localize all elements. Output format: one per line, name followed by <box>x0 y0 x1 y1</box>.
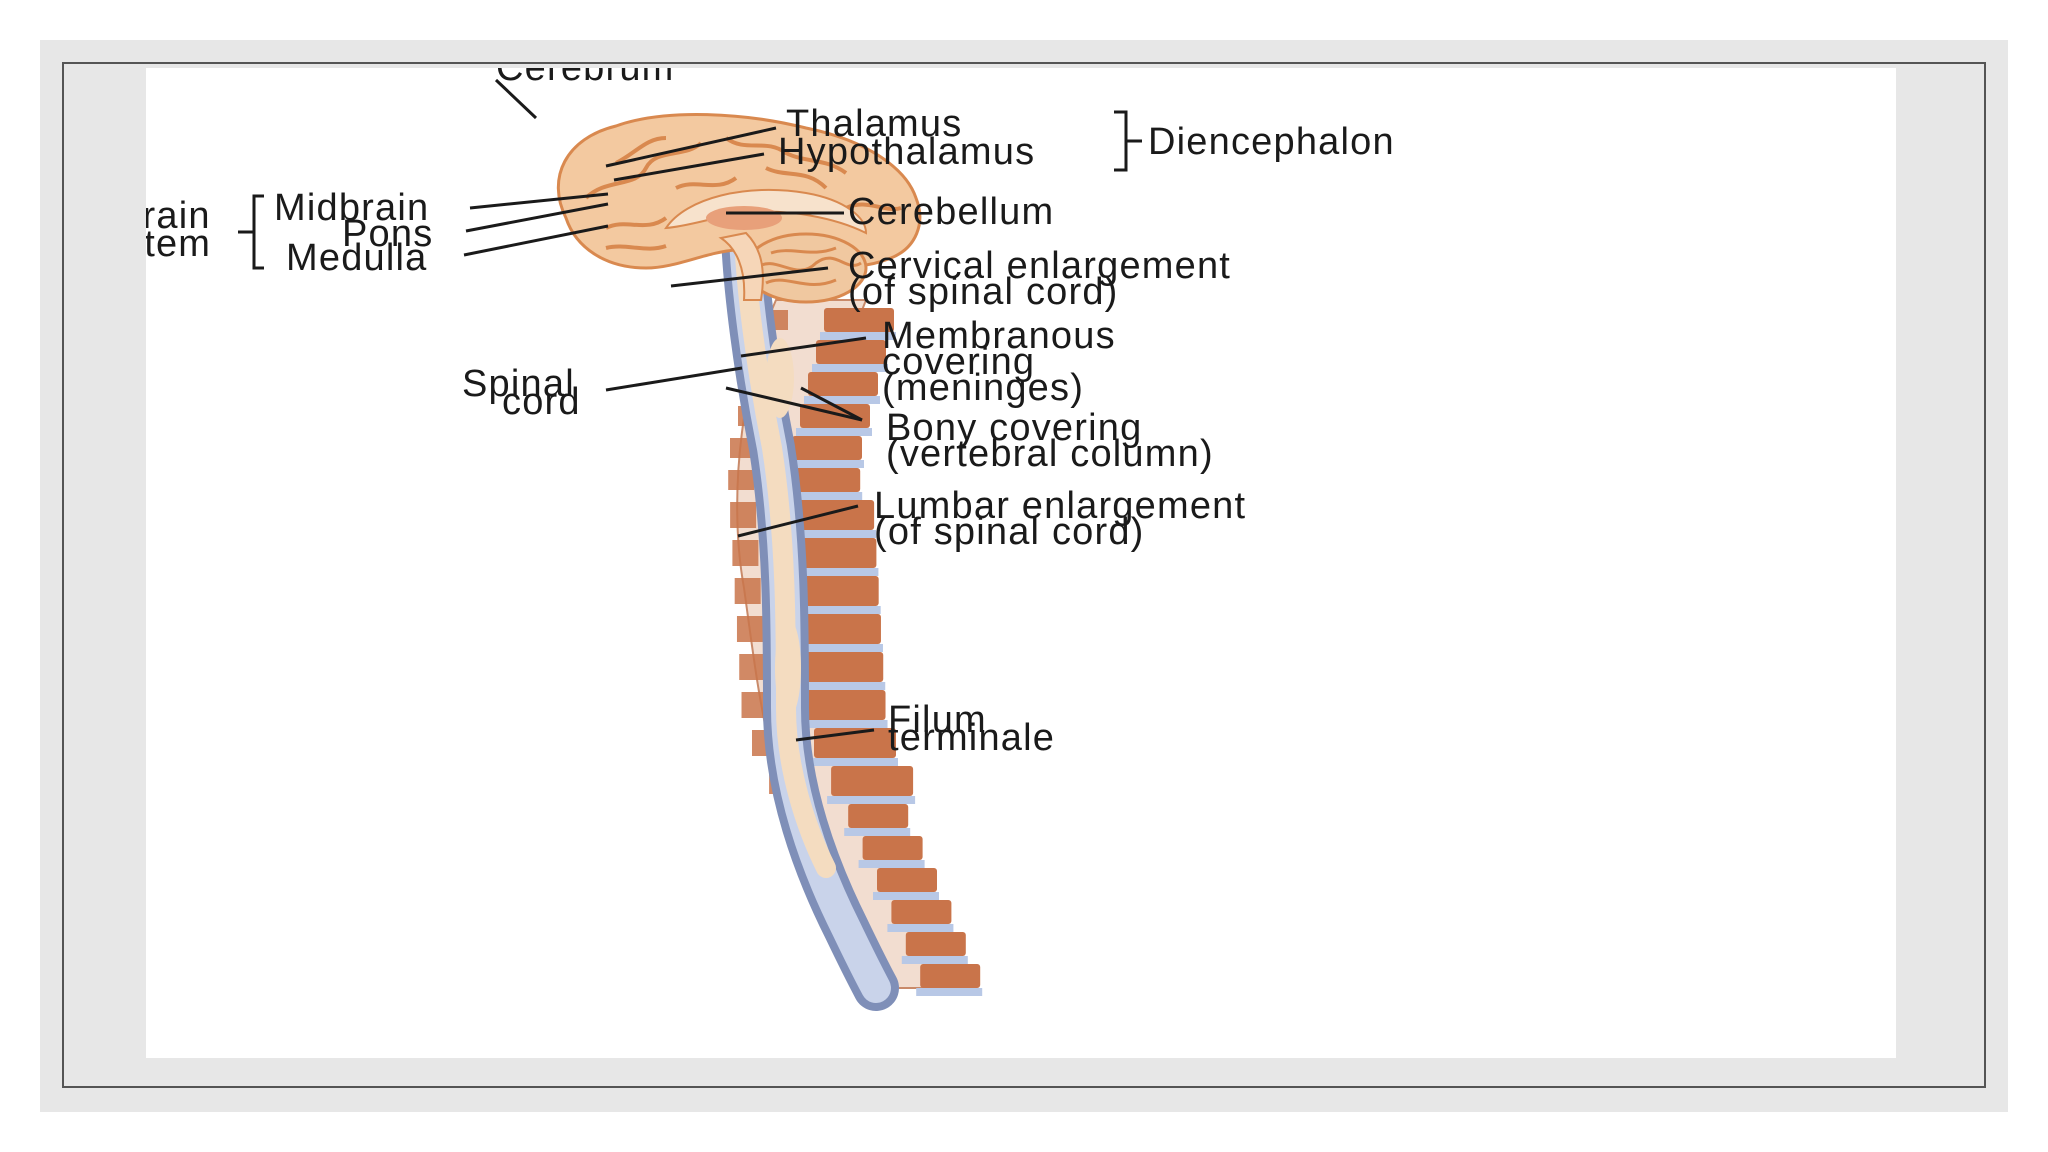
intervertebral-disc <box>788 530 877 538</box>
vertebra <box>891 900 952 924</box>
vertebra <box>801 652 884 682</box>
intervertebral-disc <box>796 428 872 436</box>
label-bony-line1: Bony covering <box>886 407 1142 449</box>
cerebellum-shape <box>744 232 868 304</box>
intervertebral-disc <box>804 396 880 404</box>
intervertebral-disc <box>810 758 898 766</box>
spinous-process <box>734 578 761 604</box>
label-cervical-line2: (of spinal cord) <box>848 271 1119 313</box>
spinous-process <box>728 470 755 490</box>
intervertebral-disc <box>858 860 925 868</box>
label-medulla: Medulla <box>286 237 427 279</box>
label-membranous-line2: covering <box>882 341 1035 383</box>
leader-lines <box>238 78 1142 742</box>
nervous-system-figure: Cerebrum Thalamus Hypothalamus Diencepha… <box>146 68 1896 1058</box>
vertebra <box>877 868 937 892</box>
intervertebral-disc <box>887 924 954 932</box>
labels: Cerebrum Thalamus Hypothalamus Diencepha… <box>146 68 1395 759</box>
label-cerebrum: Cerebrum <box>496 68 675 89</box>
vertebra <box>796 576 879 606</box>
vertebra <box>798 614 881 644</box>
intervertebral-disc <box>827 796 916 804</box>
label-brain-stem-line2: stem <box>146 223 211 265</box>
spinous-process <box>732 540 759 566</box>
label-hypothalamus: Hypothalamus <box>778 131 1035 173</box>
label-spinal-line1: Spinal <box>462 363 575 405</box>
label-diencephalon: Diencephalon <box>1148 121 1395 163</box>
intervertebral-disc <box>844 828 911 836</box>
intervertebral-disc <box>786 492 863 500</box>
brain <box>556 113 922 304</box>
label-lumbar-line1: Lumbar enlargement <box>874 485 1246 527</box>
intervertebral-disc <box>790 568 879 576</box>
intervertebral-disc <box>794 644 883 652</box>
thalamus-shape <box>706 206 782 230</box>
brain-stem-shape <box>718 231 764 301</box>
spinous-process <box>730 502 757 528</box>
vertebra <box>792 436 862 460</box>
intervertebral-disc <box>799 720 888 728</box>
vertebra <box>905 932 966 956</box>
vertebra <box>790 468 861 492</box>
intervertebral-disc <box>916 988 983 996</box>
label-membranous-line1: Membranous <box>882 315 1116 357</box>
label-cervical-line1: Cervical enlargement <box>848 245 1231 287</box>
intervertebral-disc <box>901 956 968 964</box>
intervertebral-disc <box>792 606 881 614</box>
vertebra <box>803 690 886 720</box>
vertebra <box>794 538 877 568</box>
label-filum-line1: Filum <box>888 699 987 741</box>
vertebra <box>808 372 878 396</box>
intervertebral-disc <box>873 892 939 900</box>
label-lumbar-line2: (of spinal cord) <box>874 511 1145 553</box>
intervertebral-disc <box>797 682 886 690</box>
vertebra <box>824 308 894 332</box>
intervertebral-disc <box>820 332 896 340</box>
anatomy-diagram: Cerebrum Thalamus Hypothalamus Diencepha… <box>146 68 1395 1011</box>
intervertebral-disc <box>812 364 888 372</box>
label-spinal-line2: cord <box>502 381 581 423</box>
vertebra <box>816 340 886 364</box>
vertebra <box>920 964 981 988</box>
label-pons: Pons <box>342 213 433 255</box>
label-thalamus: Thalamus <box>786 103 962 145</box>
vertebra <box>862 836 923 860</box>
spinous-process <box>739 654 766 680</box>
label-brain-stem-line1: Brain <box>146 195 211 237</box>
spinous-process <box>736 616 763 642</box>
label-midbrain: Midbrain <box>274 187 429 229</box>
spinal-cord <box>721 213 899 1011</box>
label-cerebellum: Cerebellum <box>848 191 1054 233</box>
label-bony-line2: (vertebral column) <box>886 433 1214 475</box>
intervertebral-disc <box>788 460 864 468</box>
label-membranous-line3: (meninges) <box>882 367 1084 409</box>
label-filum-line2: terminale <box>888 717 1055 759</box>
vertebra <box>848 804 909 828</box>
vertebra <box>792 500 875 530</box>
cerebrum-folds <box>584 136 902 251</box>
vertebra <box>831 766 914 796</box>
